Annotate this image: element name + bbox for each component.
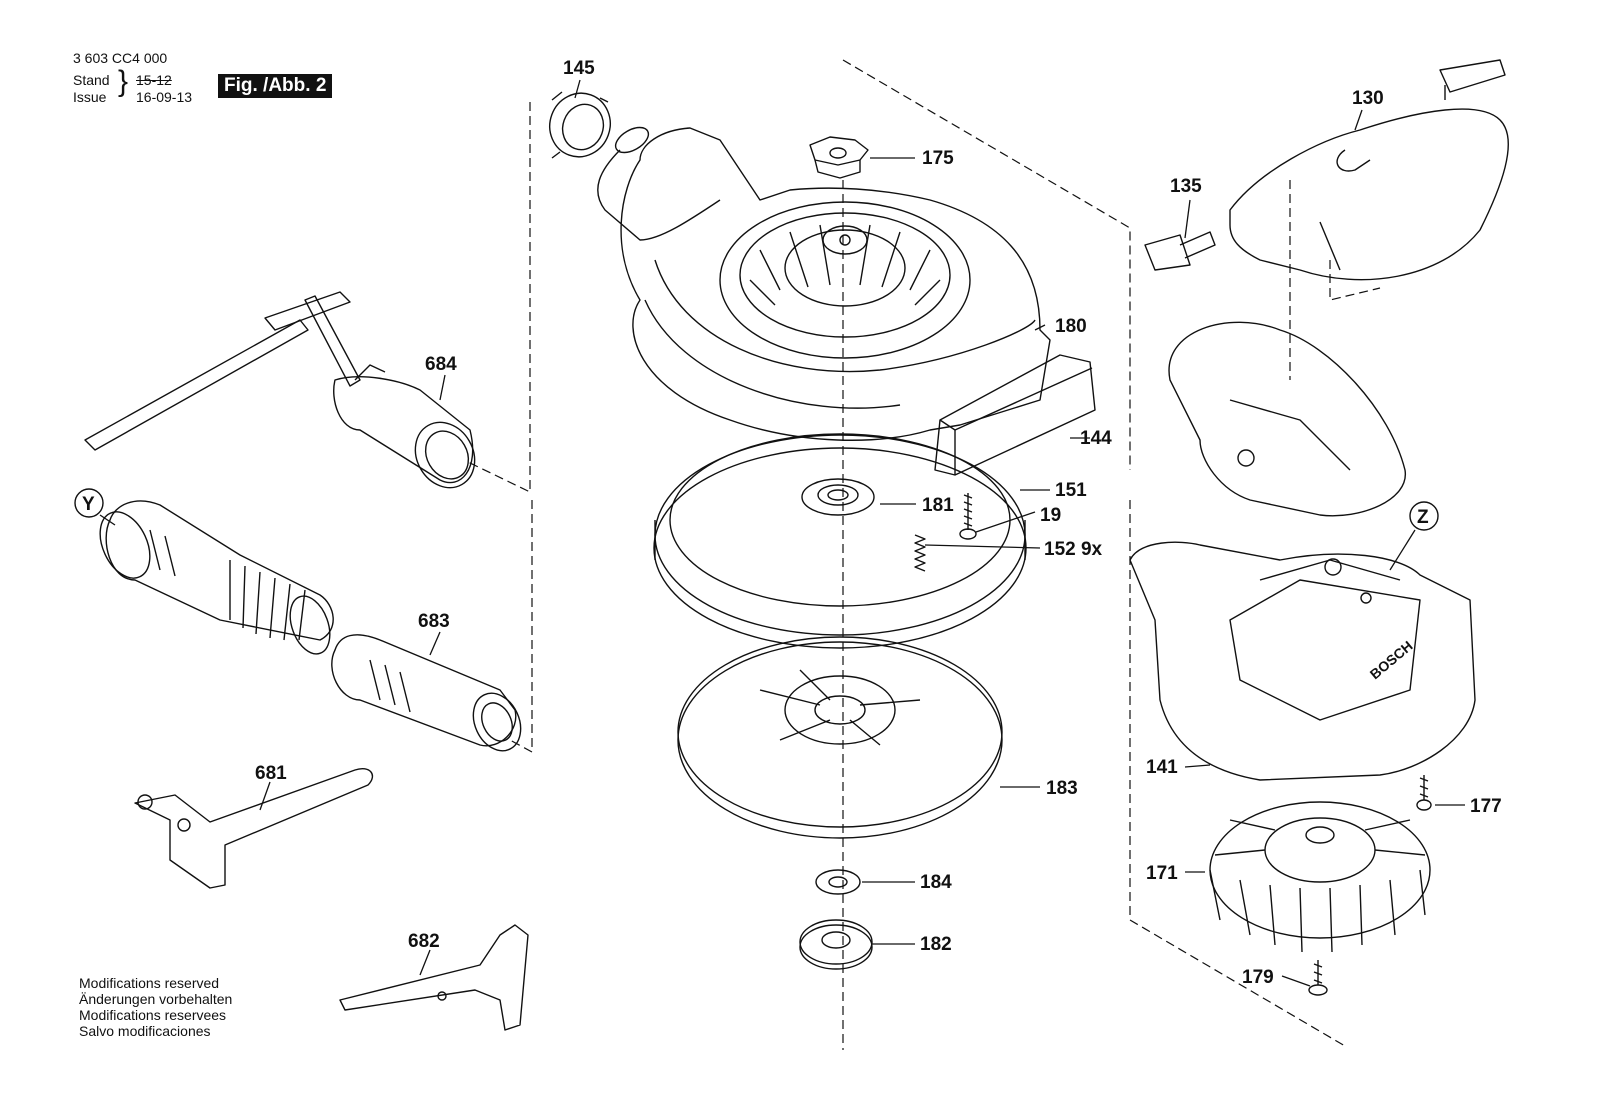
label-171: 171 (1146, 863, 1178, 884)
label-135: 135 (1170, 176, 1202, 197)
part-130-auxiliary-handle (1229, 59, 1509, 281)
label-682: 682 (408, 931, 440, 952)
label-y: Y (82, 494, 95, 515)
label-141: 141 (1146, 757, 1178, 778)
label-19: 19 (1040, 505, 1061, 526)
label-183: 183 (1046, 778, 1078, 799)
part-19-screw (959, 493, 977, 540)
stand-label: Stand (73, 72, 110, 88)
label-145: 145 (563, 58, 595, 79)
label-683: 683 (418, 611, 450, 632)
part-152-spring (914, 534, 926, 572)
label-175: 175 (922, 148, 954, 169)
part-183-backing-pad (677, 636, 1003, 839)
part-681-pin-wrench (134, 768, 373, 889)
part-135-handle-screw (1144, 231, 1216, 271)
part-684-adapter-with-scale (84, 291, 476, 489)
part-151-gear-ring (653, 433, 1027, 649)
part-177-screw (1416, 775, 1432, 811)
label-144: 144 (1080, 428, 1112, 449)
part-182-flange-nut (799, 919, 873, 970)
grinder-motor-housing (1168, 321, 1406, 517)
part-683-extraction-hose (99, 500, 522, 752)
part-682-holder (339, 924, 529, 1031)
label-681: 681 (255, 763, 287, 784)
leader-lines (99, 79, 1465, 987)
part-181-seal (801, 478, 875, 516)
label-179: 179 (1242, 967, 1274, 988)
callout-z-circle (1409, 501, 1439, 531)
stand-value: 15-12 (136, 72, 172, 88)
part-175-nut (809, 136, 869, 179)
issue-label: Issue (73, 89, 107, 105)
part-180-guard-housing (597, 126, 1051, 441)
modifications-line-fr: Modifications reservees (79, 1007, 227, 1023)
issue-value: 16-09-13 (136, 89, 193, 105)
modifications-line-es: Salvo modificaciones (79, 1023, 211, 1039)
part-145-clamp-ring (549, 91, 611, 159)
part-171-fan-impeller (1209, 801, 1431, 953)
document-number: 3 603 CC4 000 (73, 50, 168, 66)
label-130: 130 (1352, 88, 1384, 109)
part-184-washer (815, 869, 861, 895)
label-182: 182 (920, 934, 952, 955)
brace-symbol: } (118, 65, 129, 98)
part-179-screw (1308, 960, 1328, 996)
part-141-guard-cover (1129, 541, 1476, 781)
label-181: 181 (922, 495, 954, 516)
label-152: 152 9x (1044, 539, 1103, 560)
assembly-guide-lines (467, 59, 1381, 1050)
label-151: 151 (1055, 480, 1087, 501)
label-184: 184 (920, 872, 952, 893)
modifications-line-en: Modifications reserved (79, 975, 220, 991)
callout-y-circle (74, 488, 104, 518)
modifications-notice: Modifications reserved Änderungen vorbeh… (79, 975, 232, 1039)
label-684: 684 (425, 354, 457, 375)
part-labels: 145 175 130 135 684 180 144 151 181 19 1… (82, 58, 1502, 988)
label-180: 180 (1055, 316, 1087, 337)
modifications-line-de: Änderungen vorbehalten (79, 991, 233, 1007)
label-177: 177 (1470, 796, 1502, 817)
label-z: Z (1417, 507, 1429, 528)
figure-label: Fig. /Abb. 2 (218, 74, 333, 98)
part-144-cover-slide (934, 354, 1096, 476)
brand-logo-text: BOSCH (1367, 638, 1416, 683)
